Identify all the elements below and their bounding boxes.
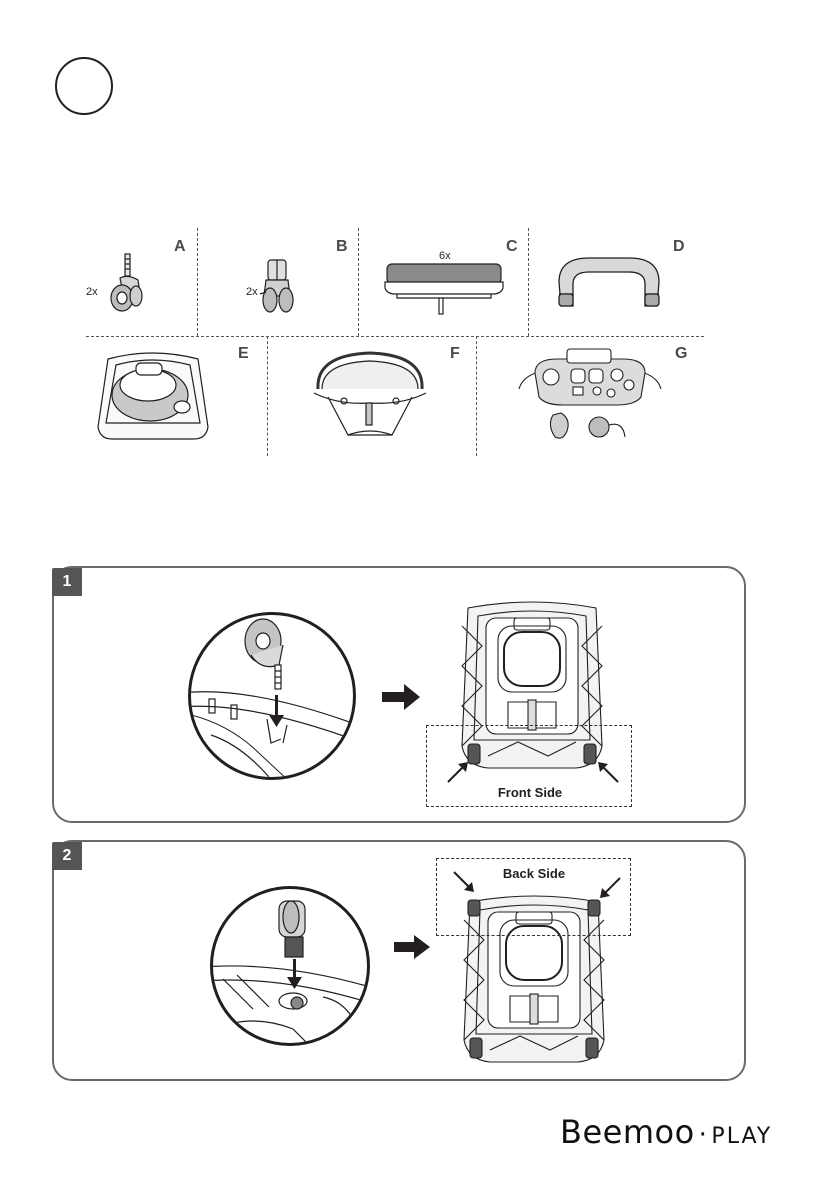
brand-logo: Beemoo·PLAY	[560, 1113, 772, 1151]
arrow-right-icon	[382, 684, 420, 710]
step-1-number: 1	[52, 568, 82, 596]
brand-name: Beemoo	[560, 1113, 695, 1151]
part-d-letter: D	[673, 238, 685, 256]
arrow-right-icon	[394, 935, 430, 959]
part-c: C 6x	[359, 228, 527, 336]
part-d: D	[529, 228, 704, 336]
part-a: A 2x	[86, 228, 196, 336]
part-c-letter: C	[506, 238, 518, 256]
brand-suffix: PLAY	[711, 1124, 772, 1149]
part-b-qty: 2x	[246, 286, 258, 298]
step-1-detail-circle	[188, 612, 356, 780]
front-side-label: Front Side	[480, 785, 580, 800]
toy-tray-icon	[517, 345, 663, 449]
caster-insert-detail-icon	[191, 615, 353, 777]
part-b-letter: B	[336, 238, 348, 256]
brand-separator: ·	[699, 1120, 708, 1150]
part-g-letter: G	[675, 345, 687, 363]
step-2-panel	[52, 840, 746, 1081]
arrow-down-right-icon	[452, 870, 476, 894]
fixed-caster-insert-detail-icon	[213, 889, 367, 1043]
fabric-seat-icon	[308, 349, 432, 441]
seat-pad-icon	[383, 262, 507, 318]
parts-overview: A 2x B 2x	[0, 0, 839, 470]
arrow-up-left-icon	[596, 760, 620, 784]
push-handle-icon	[549, 248, 669, 318]
part-c-qty: 6x	[439, 250, 451, 262]
swivel-caster-icon	[102, 250, 162, 320]
back-side-label: Back Side	[484, 866, 584, 881]
walker-base-icon	[94, 349, 212, 443]
part-a-letter: A	[174, 238, 186, 256]
part-b: B 2x	[198, 228, 358, 336]
arrow-down-left-icon	[598, 876, 622, 900]
part-e-letter: E	[238, 345, 249, 363]
part-f: F	[268, 337, 476, 457]
step-2-detail-circle	[210, 886, 370, 1046]
part-a-qty: 2x	[86, 286, 98, 298]
step-2-number: 2	[52, 842, 82, 870]
part-f-letter: F	[450, 345, 460, 363]
part-g: G	[477, 337, 705, 457]
arrow-up-right-icon	[446, 760, 470, 784]
part-e: E	[86, 337, 266, 457]
fixed-caster-icon	[258, 256, 308, 316]
